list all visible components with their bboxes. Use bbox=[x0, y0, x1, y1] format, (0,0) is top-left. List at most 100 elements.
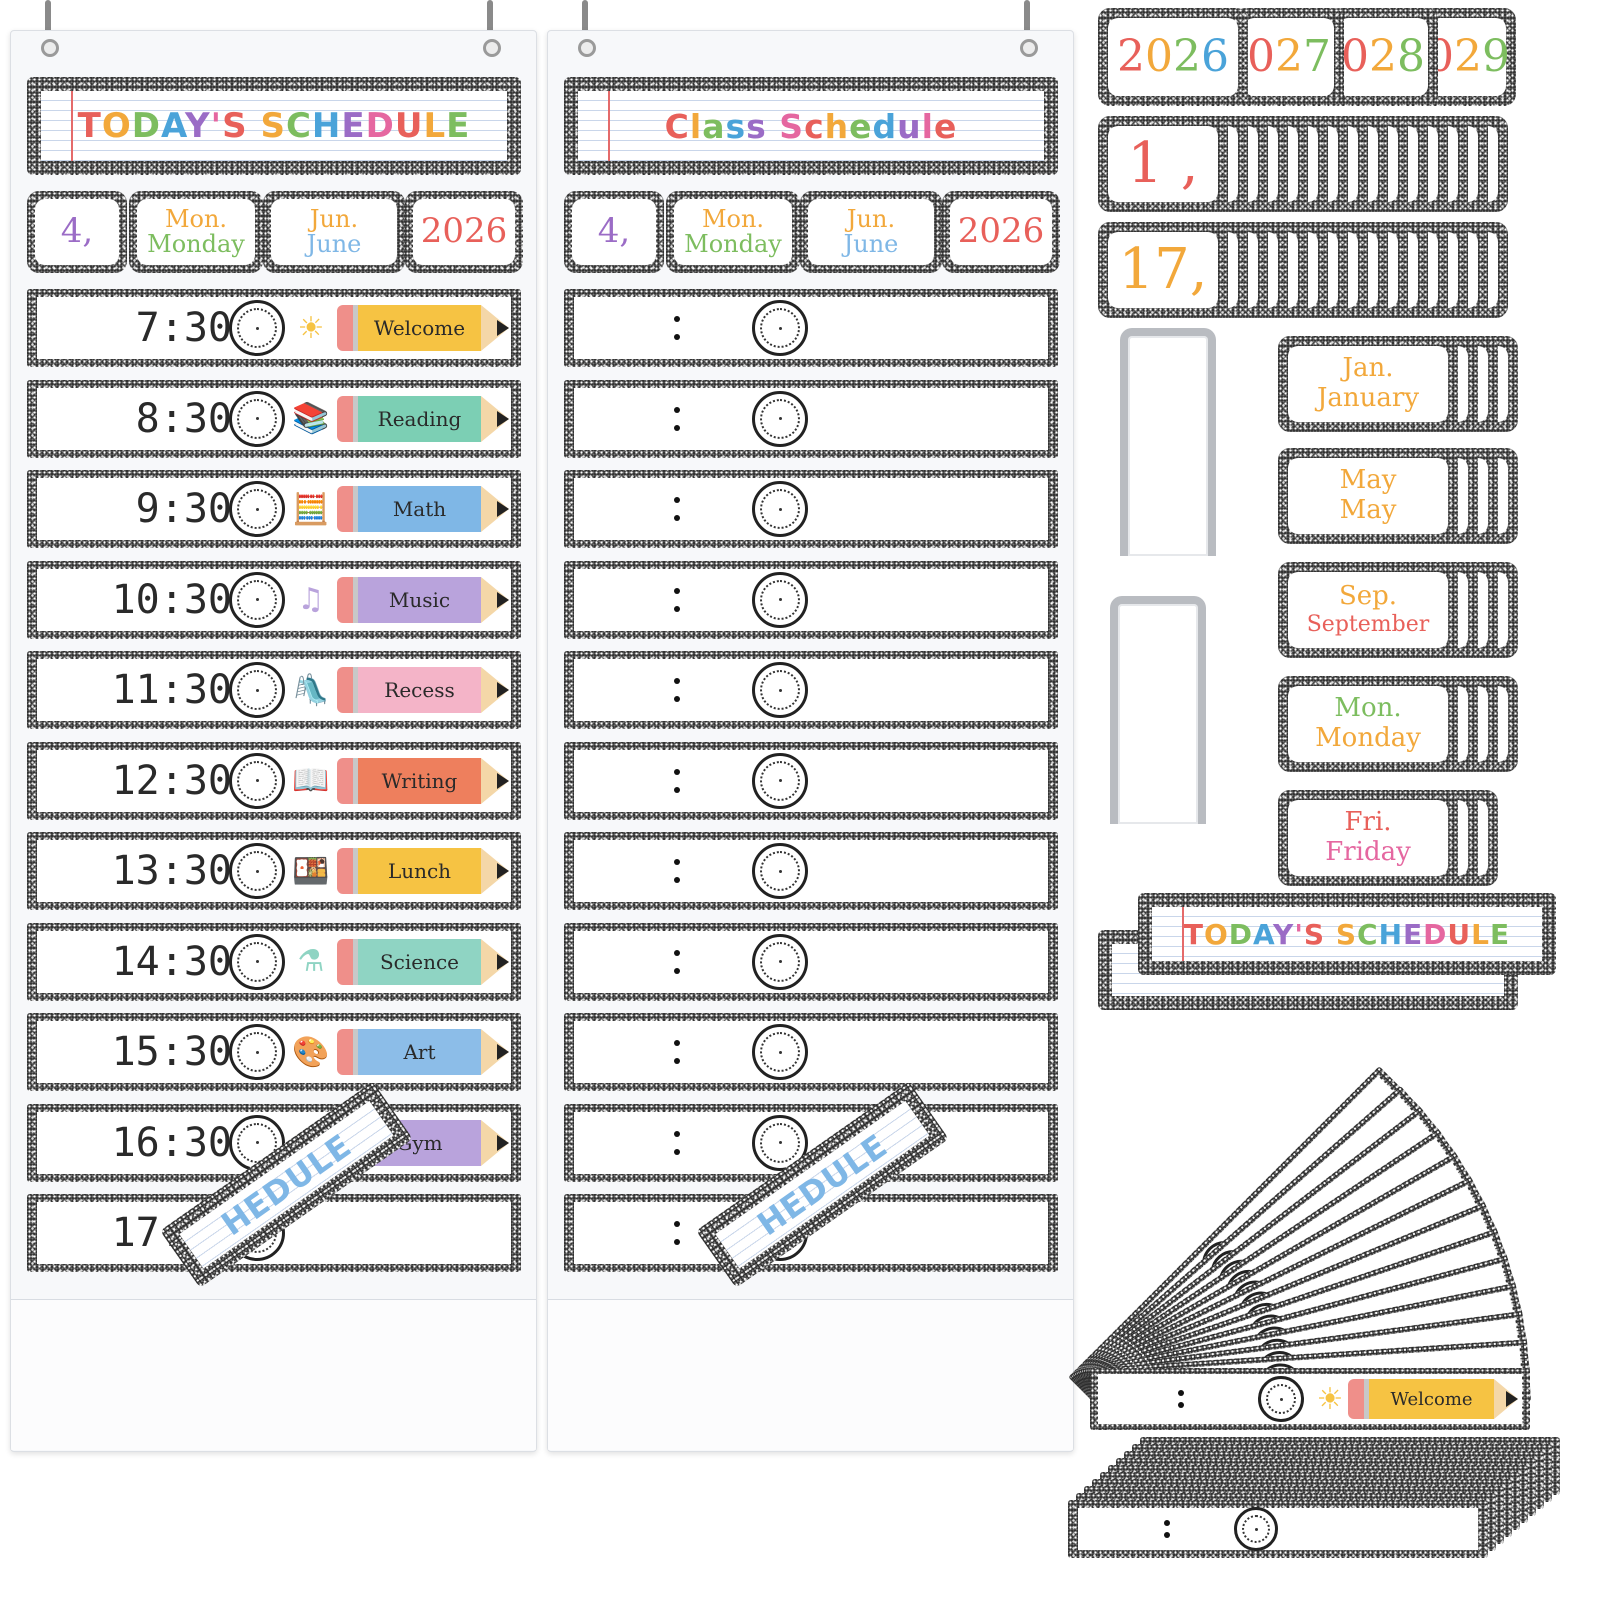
colon-dots bbox=[674, 1119, 680, 1167]
clock-icon bbox=[752, 481, 808, 537]
weekday-card-text: Mon. bbox=[701, 204, 765, 233]
pencil-label: Welcome bbox=[1348, 1379, 1518, 1419]
pencil-label: Reading bbox=[337, 395, 509, 442]
grommet-icon bbox=[1020, 39, 1038, 57]
year-card: 2026 bbox=[1098, 8, 1248, 106]
grommet-icon bbox=[483, 39, 501, 57]
time-label: 12:30 bbox=[111, 757, 232, 804]
clock-icon bbox=[229, 933, 285, 990]
clock-icon bbox=[752, 843, 808, 899]
colon-dots bbox=[674, 304, 680, 352]
year-card-text: 028 bbox=[1341, 30, 1425, 82]
year-card-text: 2026 bbox=[420, 211, 508, 252]
page-title: TODAY'S SCHEDULE bbox=[77, 106, 471, 146]
colon-dots bbox=[674, 757, 680, 805]
time-label: 7:30 bbox=[135, 305, 232, 351]
spare-title-text: TODAY'S SCHEDULE bbox=[1183, 917, 1511, 951]
year-card: 2026 bbox=[405, 191, 523, 273]
pencil-label: Lunch bbox=[337, 848, 509, 894]
colon-dots bbox=[674, 1028, 680, 1076]
clock-icon bbox=[1258, 1376, 1304, 1422]
music-notes-icon: ♫ bbox=[297, 582, 325, 617]
pencil-label: Art bbox=[337, 1029, 509, 1075]
blank-schedule-row bbox=[564, 1013, 1058, 1091]
spare-title-banner: TODAY'S SCHEDULE bbox=[1138, 893, 1556, 975]
hanging-cord bbox=[582, 0, 588, 42]
clock-icon bbox=[229, 843, 285, 899]
month-card: Jun.June bbox=[800, 191, 942, 273]
weekday-card: Mon.Monday bbox=[1278, 676, 1458, 772]
day-card-text: 17, bbox=[1118, 236, 1208, 302]
year-card: 2026 bbox=[942, 191, 1060, 273]
day-card-text: 1 , bbox=[1127, 130, 1199, 196]
day-card: 4, bbox=[27, 191, 127, 273]
time-label: 10:30 bbox=[111, 576, 232, 623]
page-title: Class Schedule bbox=[664, 106, 958, 146]
colon-dots bbox=[674, 666, 680, 714]
day-card: 1 , bbox=[1098, 116, 1228, 212]
year-card-text: 2026 bbox=[1117, 30, 1229, 82]
notebook-icon: 📖 bbox=[292, 763, 330, 798]
year-card-text: 2026 bbox=[957, 211, 1045, 252]
day-card: 4, bbox=[564, 191, 664, 273]
fanned-strip: ☀Welcome bbox=[1090, 1368, 1530, 1430]
schedule-row: 14:30⚗Science bbox=[27, 922, 521, 1001]
colon-dots bbox=[674, 576, 680, 624]
month-card-text: September bbox=[1306, 612, 1430, 638]
activity-label: Lunch bbox=[387, 859, 452, 883]
clock-icon bbox=[229, 571, 285, 628]
schedule-row: 7:30☀Welcome bbox=[27, 289, 521, 367]
hanging-cord bbox=[487, 0, 493, 42]
year-card: 028 bbox=[1328, 8, 1438, 106]
clock-icon bbox=[752, 300, 808, 356]
weekday-card: Mon.Monday bbox=[666, 191, 800, 273]
schedule-row: 10:30♫Music bbox=[27, 560, 521, 639]
colon-dots bbox=[674, 847, 680, 895]
activity-label: Science bbox=[379, 949, 460, 974]
clock-icon bbox=[229, 390, 285, 447]
clock-icon bbox=[752, 752, 808, 809]
weekday-card-text: Monday bbox=[147, 230, 245, 258]
month-card-text: Jun. bbox=[846, 204, 896, 233]
activity-label: Reading bbox=[377, 406, 462, 431]
weekday-card-text: Mon. bbox=[164, 204, 228, 233]
weekday-card-text: Monday bbox=[1315, 723, 1421, 753]
month-card-text: Jun. bbox=[309, 204, 359, 233]
schedule-row: 15:30🎨Art bbox=[27, 1013, 521, 1091]
year-card-text: 029 bbox=[1426, 30, 1510, 82]
activity-label: Math bbox=[392, 497, 447, 521]
year-card: 027 bbox=[1234, 8, 1344, 106]
pencil-label: Writing bbox=[337, 757, 509, 804]
time-label: 11:30 bbox=[111, 667, 232, 713]
hanging-cord bbox=[45, 0, 51, 42]
month-card-text: June bbox=[843, 230, 899, 258]
clock-icon bbox=[229, 481, 285, 537]
day-card: 17, bbox=[1098, 222, 1228, 318]
month-card-text: January bbox=[1316, 383, 1420, 413]
clock-icon bbox=[1234, 1507, 1278, 1551]
weekday-card: Mon.Monday bbox=[129, 191, 263, 273]
sun-icon: ☀ bbox=[1316, 1381, 1344, 1417]
pencil-label: Recess bbox=[337, 667, 509, 713]
activity-label: Recess bbox=[384, 678, 455, 702]
schedule-row: 11:30🛝Recess bbox=[27, 651, 521, 729]
clock-icon bbox=[752, 1024, 808, 1080]
pocket-bottom bbox=[11, 1299, 536, 1450]
colon-dots bbox=[1164, 1514, 1170, 1544]
weekday-card-text: Friday bbox=[1325, 837, 1411, 867]
clock-icon bbox=[752, 571, 808, 628]
clock-icon bbox=[229, 1024, 285, 1080]
schedule-row: 12:30 📖Writing bbox=[27, 741, 521, 820]
month-card-text: May bbox=[1339, 495, 1397, 525]
hanging-cord bbox=[1024, 0, 1030, 42]
colon-dots bbox=[674, 395, 680, 443]
title-banner: Class Schedule bbox=[564, 77, 1058, 175]
blank-schedule-row bbox=[564, 560, 1058, 639]
blank-schedule-row bbox=[564, 832, 1058, 910]
colon-dots bbox=[674, 1209, 680, 1257]
title-banner: TODAY'S SCHEDULE bbox=[27, 77, 521, 175]
clock-icon bbox=[752, 390, 808, 447]
blank-schedule-row bbox=[564, 289, 1058, 367]
